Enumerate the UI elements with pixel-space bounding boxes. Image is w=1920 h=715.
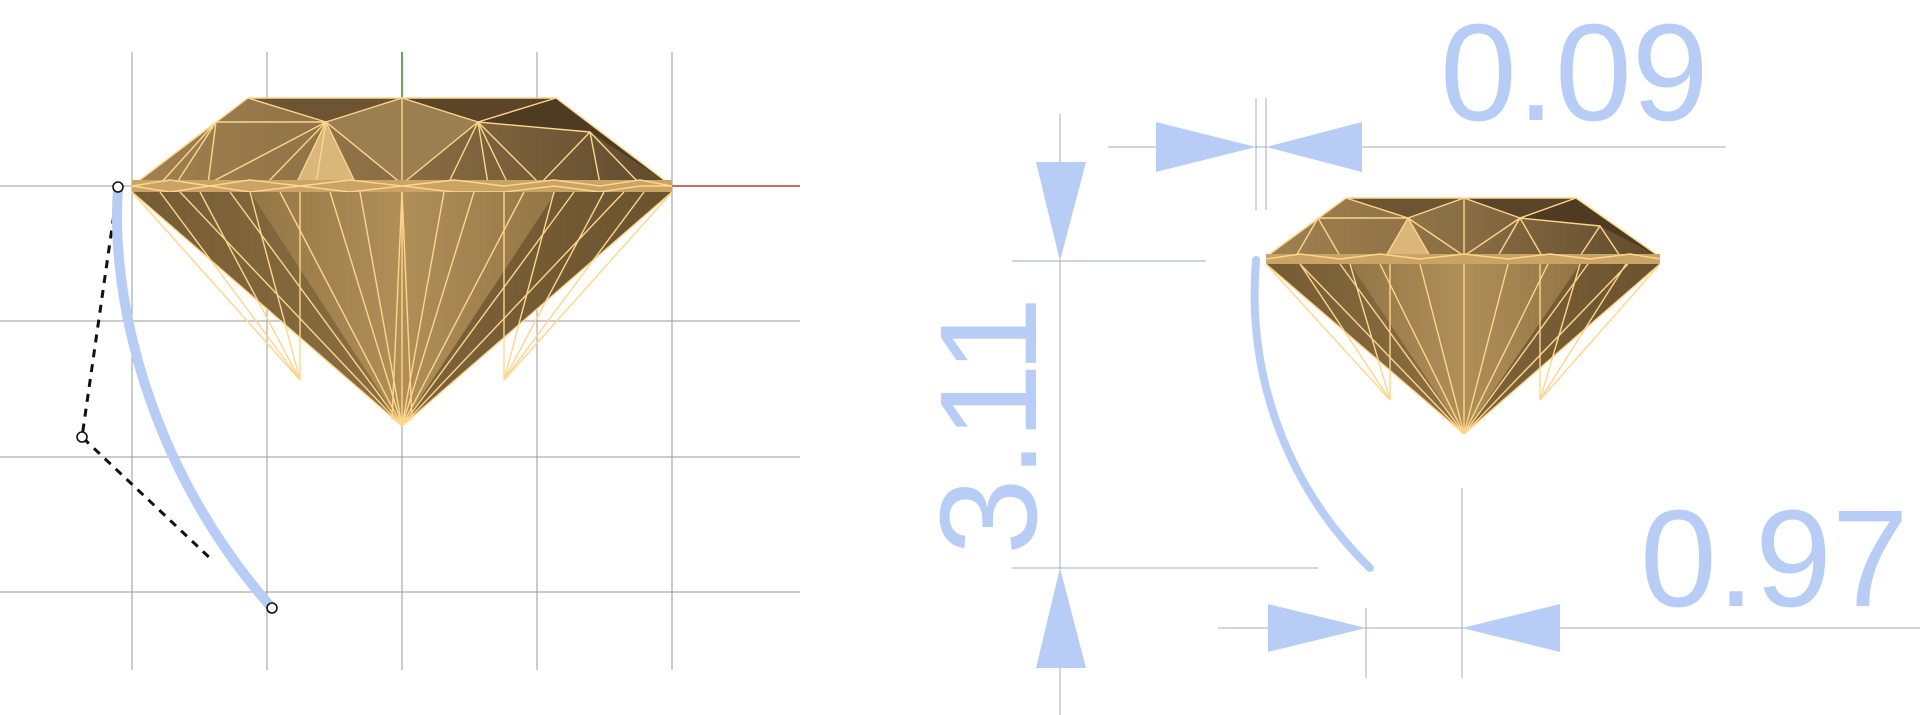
gemstone-model[interactable] [131, 97, 673, 427]
dimension-table-offset[interactable]: 0.09 [1108, 0, 1726, 210]
dimension-value-horizontal-offset: 0.97 [1640, 482, 1909, 636]
dimension-value-table-offset: 0.09 [1440, 0, 1709, 150]
dimension-value-vertical-height: 3.11 [912, 297, 1066, 555]
dim-arrow-top [1036, 162, 1086, 261]
dim-arrow-left [1156, 122, 1256, 172]
control-point-start[interactable] [112, 181, 124, 193]
dimension-horizontal-offset[interactable]: 0.97 [1218, 482, 1920, 678]
dimension-viewport[interactable]: 0.09 3.11 0.97 [912, 0, 1920, 715]
dim-arrow-right-bottom [1462, 604, 1560, 652]
gemstone-model-dimensioned[interactable] [1265, 197, 1661, 435]
dimension-vertical-height[interactable]: 3.11 [912, 114, 1318, 715]
profile-curve-dimensioned[interactable] [1250, 256, 1374, 572]
dim-arrow-right [1266, 122, 1362, 172]
dim-arrow-bottom [1036, 568, 1086, 668]
profile-curve[interactable] [112, 183, 277, 613]
control-point-middle[interactable] [76, 431, 88, 443]
control-point-end[interactable] [266, 602, 278, 614]
curve-edit-viewport[interactable] [0, 52, 800, 670]
dim-arrow-left-bottom [1268, 604, 1366, 652]
